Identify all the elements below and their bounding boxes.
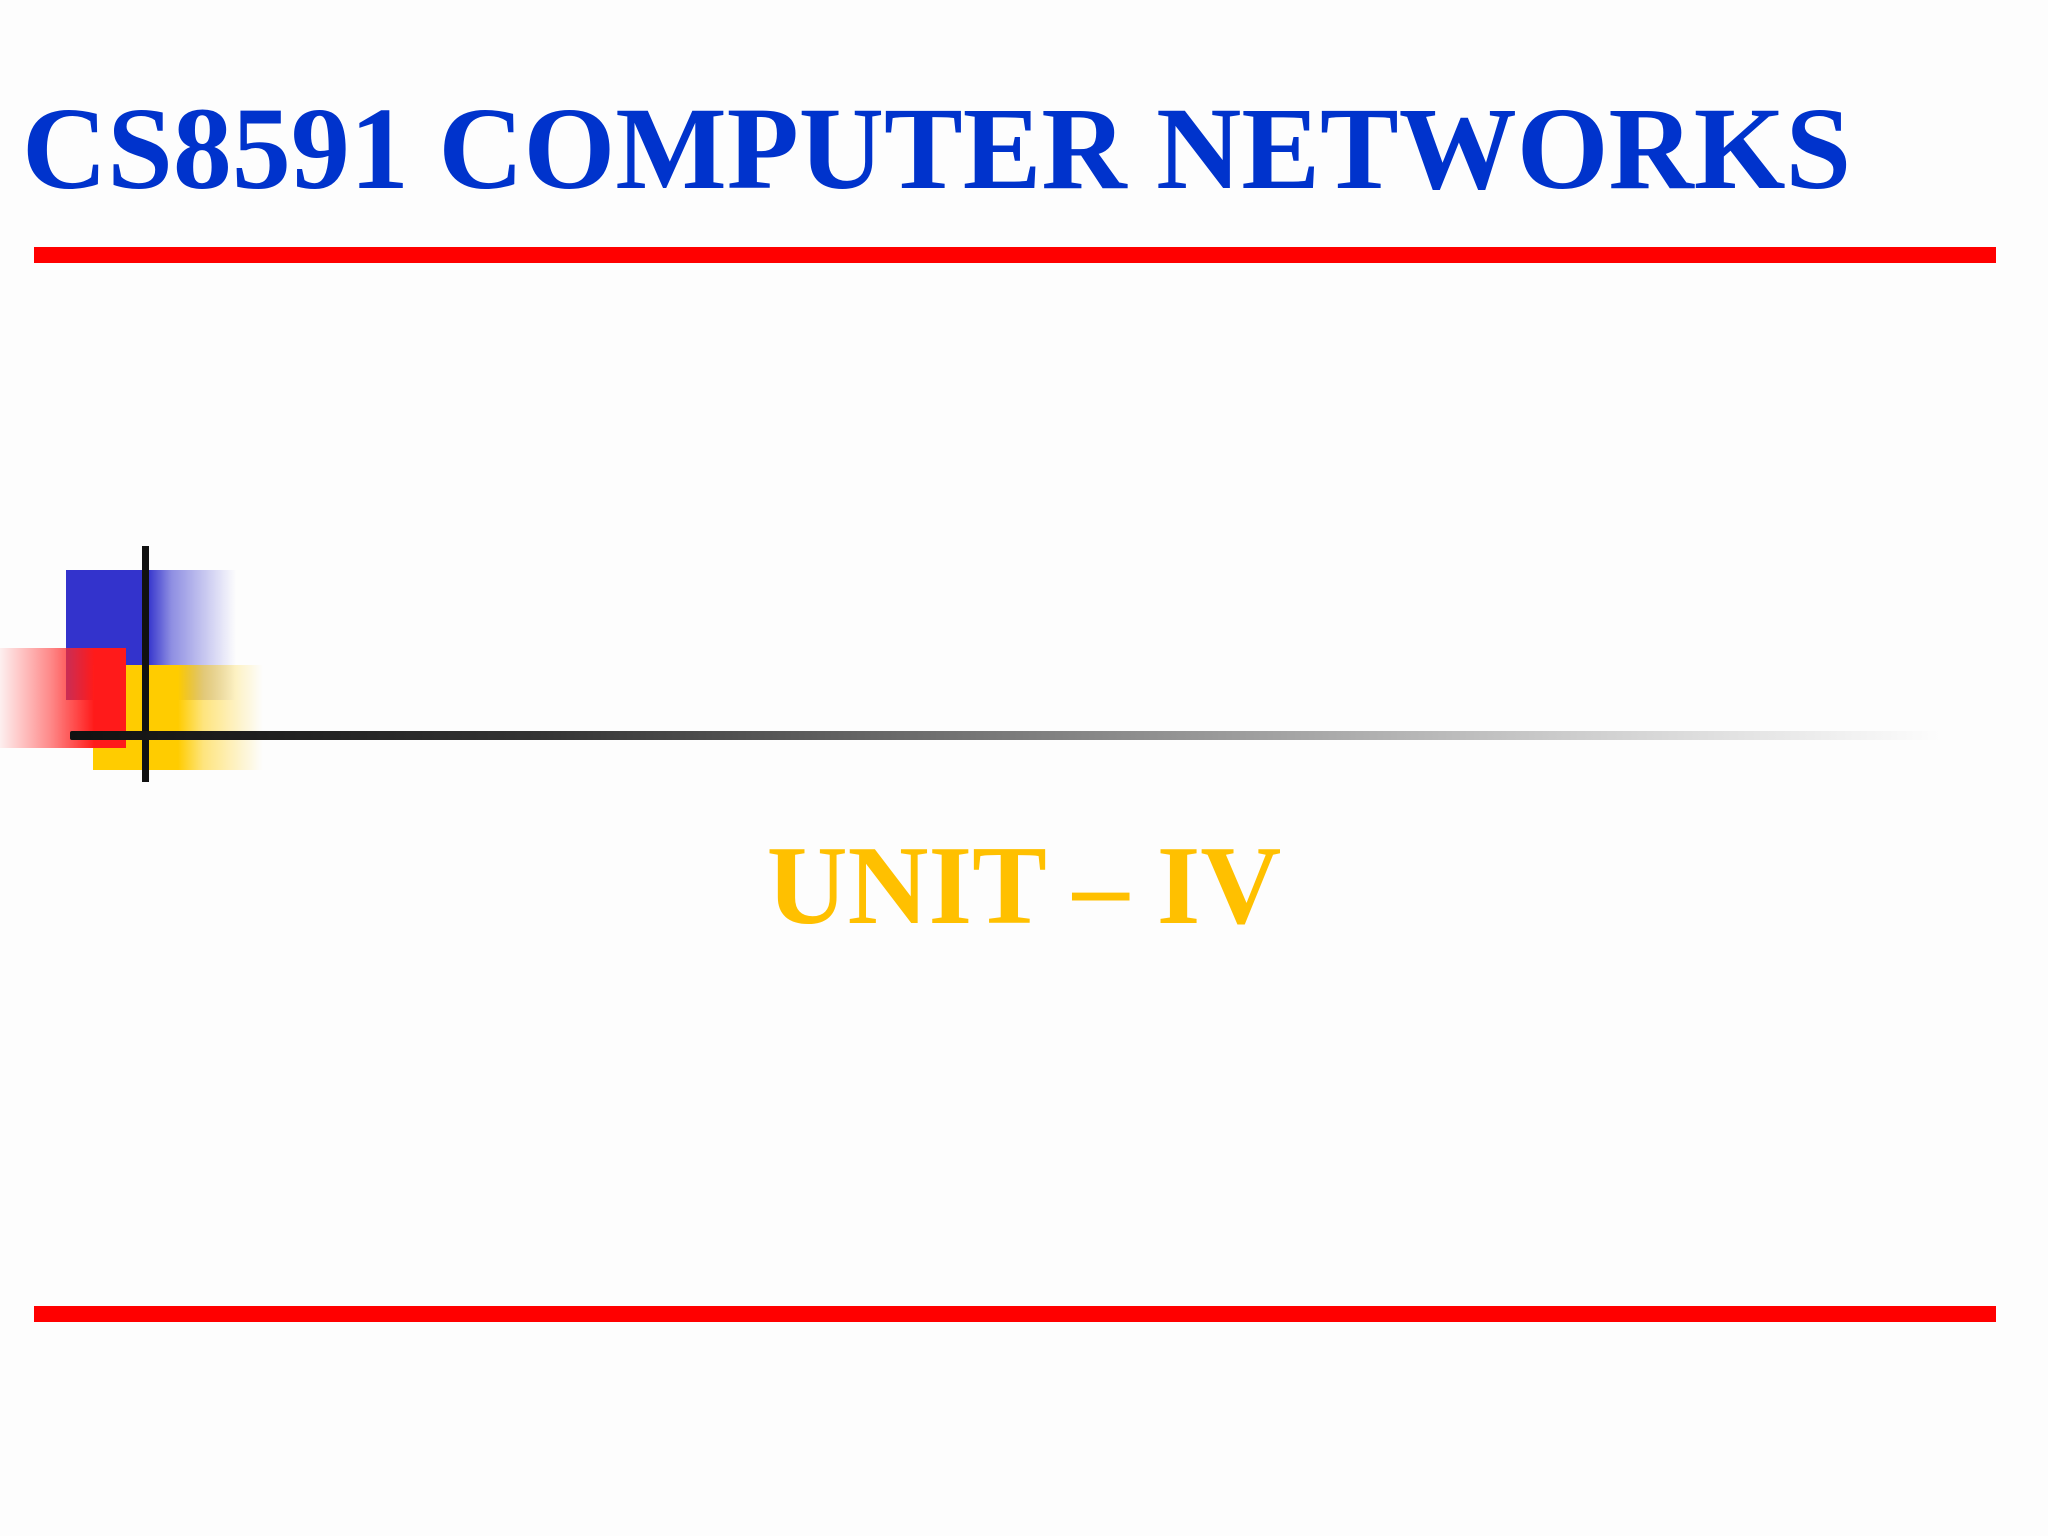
ornament-vertical-line	[142, 546, 149, 782]
top-divider	[34, 247, 1996, 263]
slide-subtitle: UNIT – IV	[766, 824, 1282, 948]
ornament-horizontal-line	[70, 731, 1940, 740]
slide-title: CS8591 COMPUTER NETWORKS	[22, 83, 1852, 214]
bottom-divider	[34, 1306, 1996, 1322]
bullet-ornament	[0, 540, 280, 800]
